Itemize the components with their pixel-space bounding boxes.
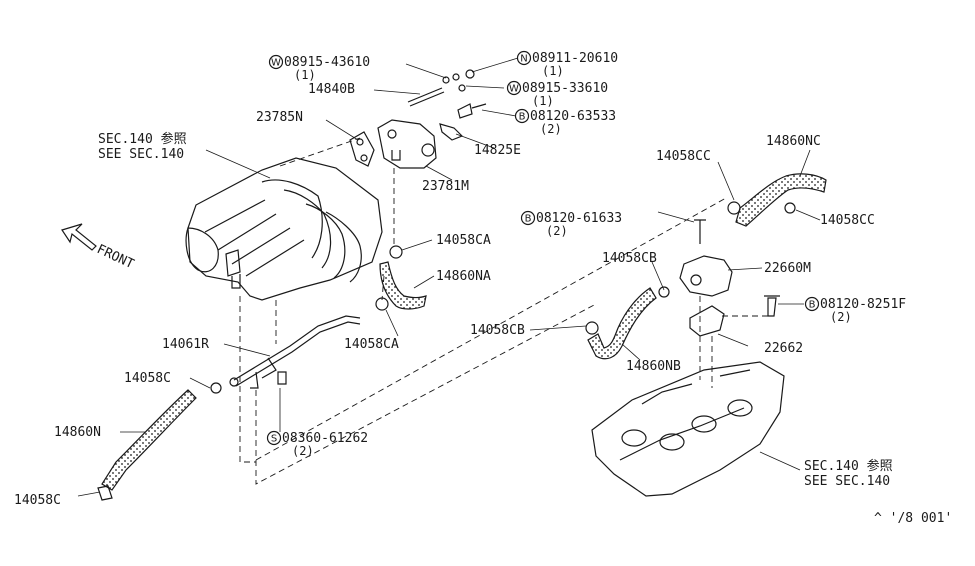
part-number: 14058C	[124, 371, 171, 386]
prefix-circle-icon	[804, 296, 820, 312]
part-number: 14860NB	[626, 359, 681, 374]
part-number: 14860NC	[766, 134, 821, 149]
part-number: 14058CC	[820, 213, 875, 228]
tube-14061R	[210, 315, 361, 394]
part-prefix: W	[271, 58, 281, 69]
part-callout: B 08120-63533(2)	[514, 108, 616, 136]
part-number: 23785N	[256, 110, 303, 125]
part-callout: 14058CB	[602, 251, 657, 266]
part-number: 14058CA	[436, 233, 491, 248]
part-number: 14058C	[14, 493, 61, 508]
part-callout: 23781M	[422, 179, 469, 194]
part-number: 14058CC	[656, 149, 711, 164]
prefix-circle-icon	[516, 50, 532, 66]
part-number: 14058CA	[344, 337, 399, 352]
front-label: FRONT	[94, 242, 136, 272]
part-callout: 14061R	[162, 337, 209, 352]
part-number: 14058CB	[470, 323, 525, 338]
part-callout: 14058CA	[436, 233, 491, 248]
part-quantity: (1)	[532, 94, 554, 108]
part-callout: 14860NB	[626, 359, 681, 374]
part-callout: N 08911-20610(1)	[516, 50, 618, 78]
part-callout: 14058CB	[470, 323, 525, 338]
air-valve-assembly	[349, 69, 487, 169]
prefix-circle-icon	[520, 210, 536, 226]
part-prefix: B	[809, 300, 816, 311]
part-quantity: (1)	[542, 64, 564, 78]
dashed-leader-lines	[239, 137, 768, 485]
part-number: 08120-63533	[530, 109, 616, 124]
lower-intake-manifold	[591, 361, 785, 497]
part-quantity: (2)	[292, 444, 314, 458]
prefix-circle-icon	[514, 108, 530, 124]
part-number: 14061R	[162, 337, 209, 352]
prefix-circle-icon	[266, 430, 282, 446]
part-callout: 14825E	[474, 143, 521, 158]
part-number: 08915-43610	[284, 55, 370, 70]
valve-22660M	[679, 219, 780, 337]
upper-intake-manifold	[185, 157, 383, 301]
label-leaders	[77, 57, 821, 497]
part-callout: 22662	[764, 341, 803, 356]
part-prefix: N	[520, 54, 527, 65]
part-number: 08360-61262	[282, 431, 368, 446]
part-callout: B 08120-8251F(2)	[804, 296, 906, 324]
part-callout: S 08360-61262(2)	[266, 430, 368, 458]
part-number: 14058CB	[602, 251, 657, 266]
part-number: 14840B	[308, 82, 355, 97]
section-reference: SEC.140 参照	[804, 458, 893, 474]
part-callout: 14058CC	[820, 213, 875, 228]
part-callout: 14860N	[54, 425, 101, 440]
part-number: 14860N	[54, 425, 101, 440]
hose-14860NB	[585, 286, 670, 360]
part-prefix: S	[271, 434, 277, 445]
section-reference: SEE SEC.140	[98, 147, 184, 162]
section-reference: SEE SEC.140	[804, 474, 890, 489]
part-callout: 14058CA	[344, 337, 399, 352]
part-callout: 14058C	[14, 493, 61, 508]
section-reference: SEC.140 参照	[98, 131, 187, 147]
hose-14860N	[97, 389, 197, 501]
front-arrow-icon: FRONT	[61, 223, 136, 272]
part-number: 23781M	[422, 179, 469, 194]
watermark-code: ^ '/8 001'	[874, 511, 952, 526]
part-callout: 22660M	[764, 261, 811, 276]
part-number: 08915-33610	[522, 81, 608, 96]
part-quantity: (1)	[294, 68, 316, 82]
hose-14860NA	[375, 245, 427, 311]
part-callout: 14840B	[308, 82, 355, 97]
part-callout: 23785N	[256, 110, 303, 125]
part-prefix: B	[525, 214, 532, 225]
part-callout: 14058C	[124, 371, 171, 386]
part-quantity: (2)	[546, 224, 568, 238]
part-callout: 14860NA	[436, 269, 491, 284]
part-callout: 14860NC	[766, 134, 821, 149]
part-quantity: (2)	[830, 310, 852, 324]
part-prefix: W	[509, 84, 519, 95]
prefix-circle-icon	[268, 54, 284, 70]
part-prefix: B	[519, 112, 526, 123]
part-number: 08120-61633	[536, 211, 622, 226]
part-number: 22662	[764, 341, 803, 356]
part-number: 14825E	[474, 143, 521, 158]
prefix-circle-icon	[506, 80, 522, 96]
part-number: 14860NA	[436, 269, 491, 284]
part-number: 08120-8251F	[820, 297, 906, 312]
part-callout: B 08120-61633(2)	[520, 210, 622, 238]
part-callout: 14058CC	[656, 149, 711, 164]
hose-14860NC	[727, 173, 827, 227]
part-number: 08911-20610	[532, 51, 618, 66]
part-number: 22660M	[764, 261, 811, 276]
part-quantity: (2)	[540, 122, 562, 136]
